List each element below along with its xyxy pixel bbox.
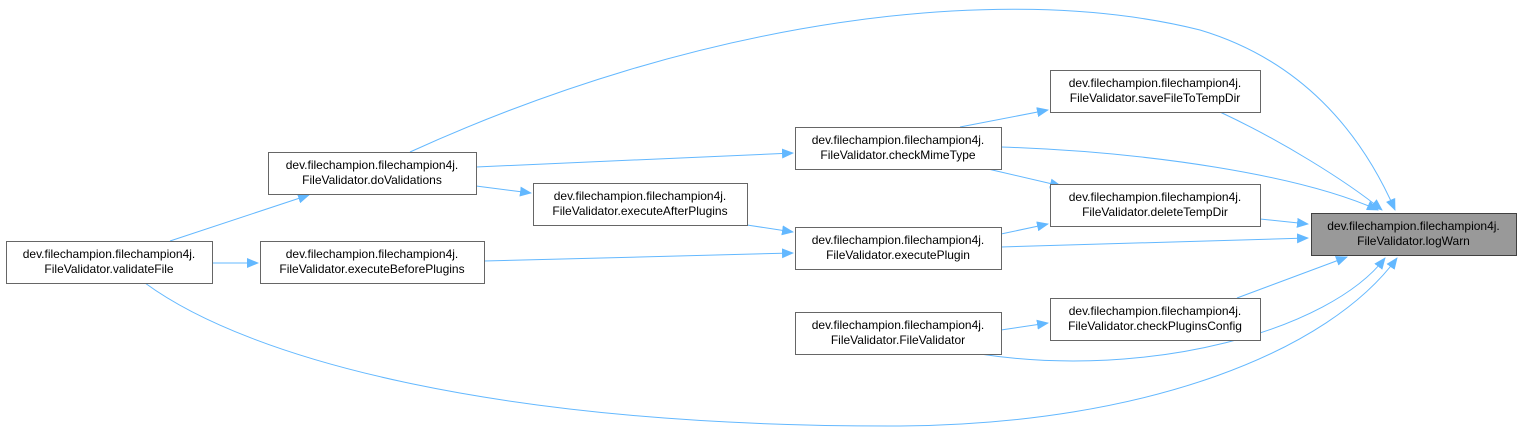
edge-checkMimeType-to-saveFileToTempDir [959, 107, 1049, 128]
node-box-deleteTempDir [1050, 184, 1261, 227]
node-FileValidator[interactable]: dev.filechampion.filechampion4j.FileVali… [795, 312, 1002, 355]
edge-checkMimeType-to-logWarn [1000, 146, 1379, 211]
node-label-executeBeforePlugins-line-1: FileValidator.executeBeforePlugins [279, 262, 464, 276]
node-executeBeforePlugins[interactable]: dev.filechampion.filechampion4j.FileVali… [260, 241, 485, 284]
edge-doValidations-to-checkMimeType [475, 148, 794, 168]
node-label-doValidations-line-1: FileValidator.doValidations [302, 173, 442, 187]
edge-FileValidator-to-checkPluginsConfig [1000, 319, 1049, 331]
node-label-saveFileToTempDir-line-1: FileValidator.saveFileToTempDir [1070, 91, 1241, 105]
node-validateFile[interactable]: dev.filechampion.filechampion4j.FileVali… [6, 241, 213, 284]
node-label-validateFile-line-1: FileValidator.validateFile [44, 262, 174, 276]
node-label-executePlugin-line-0: dev.filechampion.filechampion4j. [812, 233, 985, 247]
node-label-executeAfterPlugins-line-1: FileValidator.executeAfterPlugins [552, 204, 727, 218]
edge-checkPluginsConfig-to-logWarn [1236, 256, 1348, 299]
node-doValidations[interactable]: dev.filechampion.filechampion4j.FileVali… [268, 152, 477, 195]
node-label-logWarn-line-1: FileValidator.logWarn [1357, 234, 1470, 248]
node-label-logWarn-line-0: dev.filechampion.filechampion4j. [1327, 219, 1500, 233]
edge-validateFile-to-logWarn [144, 257, 1398, 427]
node-logWarn[interactable]: dev.filechampion.filechampion4j.FileVali… [1311, 213, 1517, 256]
edge-executePlugin-to-deleteTempDir [1000, 221, 1049, 235]
node-label-checkPluginsConfig-line-0: dev.filechampion.filechampion4j. [1069, 304, 1242, 318]
node-label-FileValidator-line-1: FileValidator.FileValidator [831, 333, 965, 347]
edge-executeAfterPlugins-to-executePlugin [746, 224, 794, 236]
node-label-deleteTempDir-line-1: FileValidator.deleteTempDir [1082, 205, 1228, 219]
node-saveFileToTempDir[interactable]: dev.filechampion.filechampion4j.FileVali… [1050, 70, 1261, 113]
edge-deleteTempDir-to-logWarn [1259, 217, 1309, 228]
node-executePlugin[interactable]: dev.filechampion.filechampion4j.FileVali… [795, 227, 1002, 270]
edges-layer [144, 8, 1398, 427]
node-label-saveFileToTempDir-line-0: dev.filechampion.filechampion4j. [1069, 76, 1242, 90]
node-checkMimeType[interactable]: dev.filechampion.filechampion4j.FileVali… [795, 127, 1002, 170]
node-box-validateFile [6, 241, 213, 284]
node-box-executePlugin [795, 227, 1002, 270]
edge-FileValidator-to-logWarn [979, 257, 1386, 362]
node-box-checkMimeType [795, 127, 1002, 170]
nodes-layer: dev.filechampion.filechampion4j.FileVali… [6, 70, 1517, 355]
edge-executePlugin-to-logWarn [1000, 233, 1309, 248]
node-box-executeAfterPlugins [533, 183, 748, 226]
edge-doValidations-to-executeAfterPlugins [475, 185, 532, 197]
node-deleteTempDir[interactable]: dev.filechampion.filechampion4j.FileVali… [1050, 184, 1261, 227]
node-label-checkMimeType-line-0: dev.filechampion.filechampion4j. [812, 133, 985, 147]
edge-checkMimeType-to-deleteTempDir [987, 168, 1062, 189]
node-label-executePlugin-line-1: FileValidator.executePlugin [826, 248, 970, 262]
edge-doValidations-to-logWarn [409, 8, 1396, 211]
node-label-FileValidator-line-0: dev.filechampion.filechampion4j. [812, 318, 985, 332]
edge-executeBeforePlugins-to-executePlugin [483, 248, 794, 262]
node-box-checkPluginsConfig [1050, 298, 1261, 341]
edge-validateFile-to-doValidations [169, 193, 310, 242]
node-label-deleteTempDir-line-0: dev.filechampion.filechampion4j. [1069, 190, 1242, 204]
node-label-executeAfterPlugins-line-0: dev.filechampion.filechampion4j. [554, 189, 727, 203]
node-executeAfterPlugins[interactable]: dev.filechampion.filechampion4j.FileVali… [533, 183, 748, 226]
node-box-executeBeforePlugins [260, 241, 485, 284]
node-checkPluginsConfig[interactable]: dev.filechampion.filechampion4j.FileVali… [1050, 298, 1261, 341]
node-label-checkMimeType-line-1: FileValidator.checkMimeType [820, 148, 976, 162]
edge-saveFileToTempDir-to-logWarn [1219, 111, 1383, 211]
node-label-doValidations-line-0: dev.filechampion.filechampion4j. [286, 158, 459, 172]
node-box-doValidations [268, 152, 477, 195]
node-box-FileValidator [795, 312, 1002, 355]
node-label-checkPluginsConfig-line-1: FileValidator.checkPluginsConfig [1068, 319, 1242, 333]
node-label-executeBeforePlugins-line-0: dev.filechampion.filechampion4j. [286, 247, 459, 261]
node-box-logWarn [1311, 213, 1517, 256]
node-label-validateFile-line-0: dev.filechampion.filechampion4j. [23, 247, 196, 261]
node-box-saveFileToTempDir [1050, 70, 1261, 113]
